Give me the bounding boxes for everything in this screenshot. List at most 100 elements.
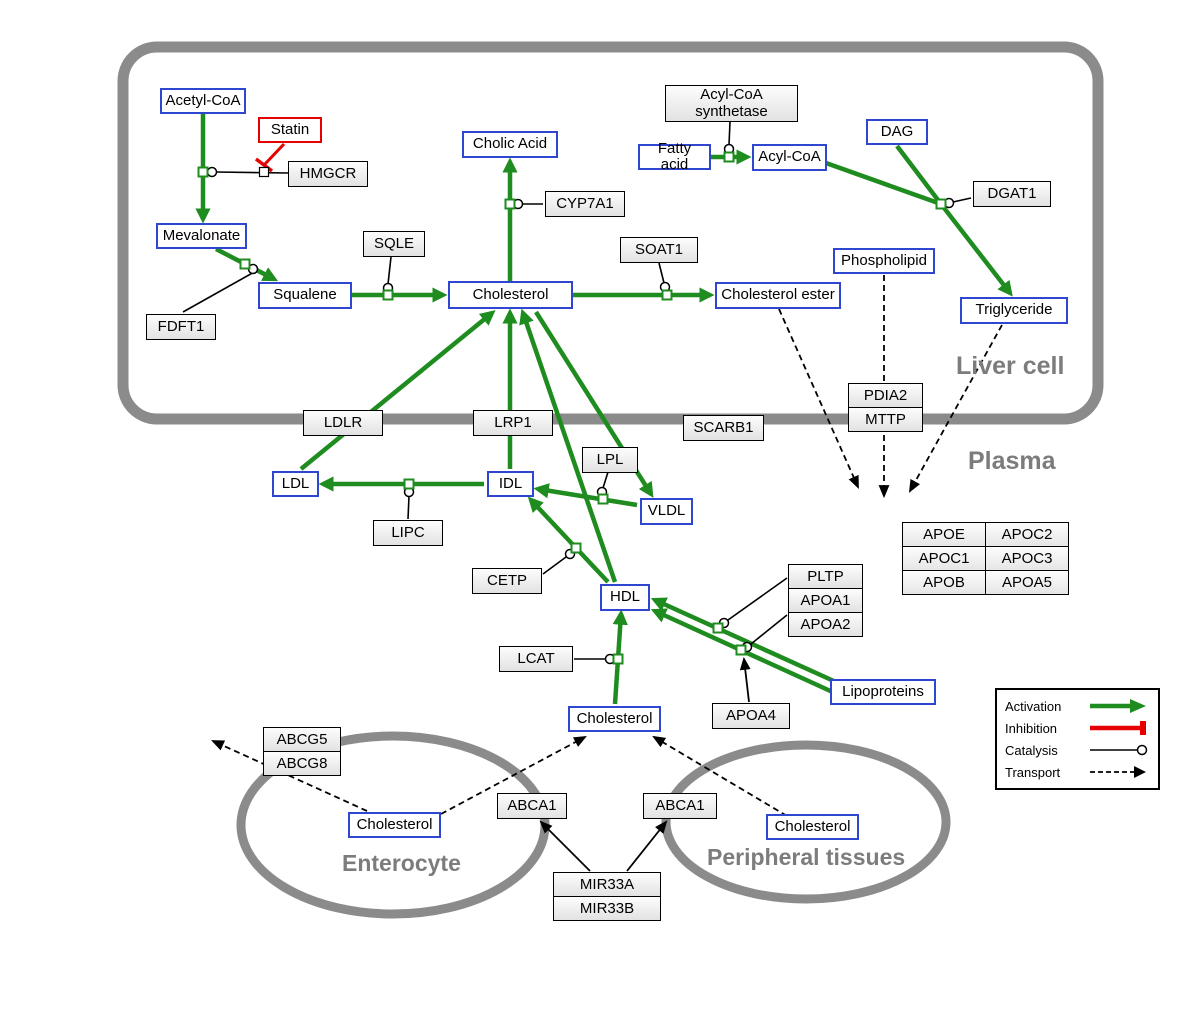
- node-abcg8[interactable]: ABCG8: [263, 751, 341, 776]
- node-abca1-left[interactable]: ABCA1: [497, 793, 567, 819]
- node-lcat[interactable]: LCAT: [499, 646, 573, 672]
- node-ldl[interactable]: LDL: [272, 471, 319, 497]
- cat-lipc: [407, 495, 410, 520]
- node-dag[interactable]: DAG: [866, 119, 928, 145]
- node-lipc[interactable]: LIPC: [373, 520, 443, 546]
- node-apoc2[interactable]: APOC2: [985, 522, 1069, 547]
- node-cholesterol-ester[interactable]: Cholesterol ester: [715, 282, 841, 309]
- cat-cetp: [542, 556, 567, 575]
- edge-enterocyte-cholesterol-export: [440, 735, 587, 815]
- legend-activation: Activation: [1005, 696, 1150, 716]
- node-sqle[interactable]: SQLE: [363, 231, 425, 257]
- node-fdft1[interactable]: FDFT1: [146, 314, 216, 340]
- node-cholesterol-peripheral[interactable]: Cholesterol: [766, 814, 859, 840]
- node-apoe[interactable]: APOE: [902, 522, 986, 547]
- node-apoc1[interactable]: APOC1: [902, 546, 986, 571]
- cat-pltp: [727, 577, 788, 621]
- node-apoc3[interactable]: APOC3: [985, 546, 1069, 571]
- node-statin[interactable]: Statin: [258, 117, 322, 143]
- node-acetyl-coa[interactable]: Acetyl-CoA: [160, 88, 246, 114]
- node-acyl-coa-synthetase[interactable]: Acyl-CoA synthetase: [665, 85, 798, 122]
- activation-arrow-icon: [1090, 699, 1146, 713]
- node-cetp[interactable]: CETP: [472, 568, 542, 594]
- node-mevalonate[interactable]: Mevalonate: [156, 223, 247, 249]
- node-mir33a[interactable]: MIR33A: [553, 872, 661, 897]
- node-squalene[interactable]: Squalene: [258, 282, 352, 309]
- edge-anchors: [197, 151, 947, 665]
- node-group-abcg: ABCG5 ABCG8: [263, 727, 341, 776]
- node-hdl[interactable]: HDL: [600, 584, 650, 611]
- legend-catalysis: Catalysis: [1005, 740, 1150, 760]
- node-cholic-acid[interactable]: Cholic Acid: [462, 131, 558, 158]
- node-acyl-coa[interactable]: Acyl-CoA: [752, 144, 827, 171]
- edge-vldl-idl: [533, 483, 638, 508]
- node-pltp[interactable]: PLTP: [788, 564, 863, 589]
- edge-statin-hmgcr: [263, 142, 286, 166]
- edge-ldl-cholesterol: [299, 310, 496, 471]
- node-apoa5[interactable]: APOA5: [985, 570, 1069, 595]
- inhibition-edge: [254, 142, 286, 173]
- node-apoa1[interactable]: APOA1: [788, 588, 863, 613]
- legend-transport: Transport: [1005, 762, 1150, 782]
- node-cyp7a1[interactable]: CYP7A1: [545, 191, 625, 217]
- edge-lipoproteins-hdl-upper: [650, 597, 837, 685]
- regulation-edges: [539, 656, 751, 872]
- node-triglyceride[interactable]: Triglyceride: [960, 297, 1068, 324]
- node-idl[interactable]: IDL: [487, 471, 534, 497]
- node-phospholipid[interactable]: Phospholipid: [833, 248, 935, 274]
- cat-acylcoa-synthetase: [728, 121, 731, 146]
- cat-fdft1: [182, 270, 257, 313]
- plasma-label: Plasma: [968, 447, 1056, 475]
- legend-transport-label: Transport: [1005, 764, 1061, 780]
- legend-catalysis-label: Catalysis: [1005, 742, 1058, 758]
- node-apoa2[interactable]: APOA2: [788, 612, 863, 637]
- node-group-mir33: MIR33A MIR33B: [553, 872, 661, 921]
- node-mir33b[interactable]: MIR33B: [553, 896, 661, 921]
- node-cholesterol-enterocyte[interactable]: Cholesterol: [348, 812, 441, 838]
- node-lipoproteins[interactable]: Lipoproteins: [830, 679, 936, 705]
- cat-lpl: [602, 471, 609, 489]
- node-apob[interactable]: APOB: [902, 570, 986, 595]
- edge-triglyceride-secretion: [908, 324, 1003, 493]
- node-scarb1[interactable]: SCARB1: [683, 415, 764, 441]
- node-group-pdia2-mttp: PDIA2 MTTP: [848, 383, 923, 432]
- edge-mir33-abca1-left: [539, 820, 591, 872]
- legend-inhibition: Inhibition: [1005, 718, 1150, 738]
- node-dgat1[interactable]: DGAT1: [973, 181, 1051, 207]
- node-lpl[interactable]: LPL: [582, 447, 638, 473]
- inhibition-tbar-icon: [1090, 721, 1146, 735]
- cat-sqle: [387, 256, 392, 285]
- membranes: [117, 41, 1104, 919]
- catalysis-circle-icon: [1090, 744, 1148, 756]
- catalysis-edges: [182, 121, 972, 660]
- node-lrp1[interactable]: LRP1: [473, 410, 553, 436]
- edge-dag-junction: [895, 144, 943, 206]
- cat-soat1: [658, 262, 665, 284]
- node-group-pltp-apoa: PLTP APOA1 APOA2: [788, 564, 863, 637]
- legend: Activation Inhibition Catalysis Transpor…: [995, 688, 1160, 790]
- statin-tbar: [254, 157, 274, 173]
- node-abca1-right[interactable]: ABCA1: [643, 793, 717, 819]
- edge-peripheral-cholesterol-export: [652, 735, 788, 817]
- node-mttp[interactable]: MTTP: [848, 407, 923, 432]
- node-vldl[interactable]: VLDL: [640, 498, 693, 525]
- peripheral-tissues-label: Peripheral tissues: [707, 844, 906, 870]
- edge-acylcoa-junction: [825, 160, 942, 207]
- transport-arrow-icon: [1090, 766, 1146, 778]
- apolipoprotein-table: APOE APOC2 APOC1 APOC3 APOB APOA5: [902, 522, 1069, 595]
- node-cholesterol-plasma[interactable]: Cholesterol: [568, 706, 661, 732]
- node-fatty-acid[interactable]: Fatty acid: [638, 140, 711, 173]
- node-ldlr[interactable]: LDLR: [303, 410, 383, 436]
- cat-dgat1: [952, 197, 972, 203]
- node-soat1[interactable]: SOAT1: [620, 237, 698, 263]
- node-cholesterol-liver[interactable]: Cholesterol: [448, 281, 573, 309]
- cat-apoa1-apoa2: [750, 614, 788, 645]
- edge-cholesterolester-secretion: [778, 308, 859, 489]
- liver-cell-membrane: [117, 41, 1104, 425]
- node-apoa4[interactable]: APOA4: [712, 703, 790, 729]
- node-pdia2[interactable]: PDIA2: [848, 383, 923, 408]
- node-abcg5[interactable]: ABCG5: [263, 727, 341, 752]
- node-hmgcr[interactable]: HMGCR: [288, 161, 368, 187]
